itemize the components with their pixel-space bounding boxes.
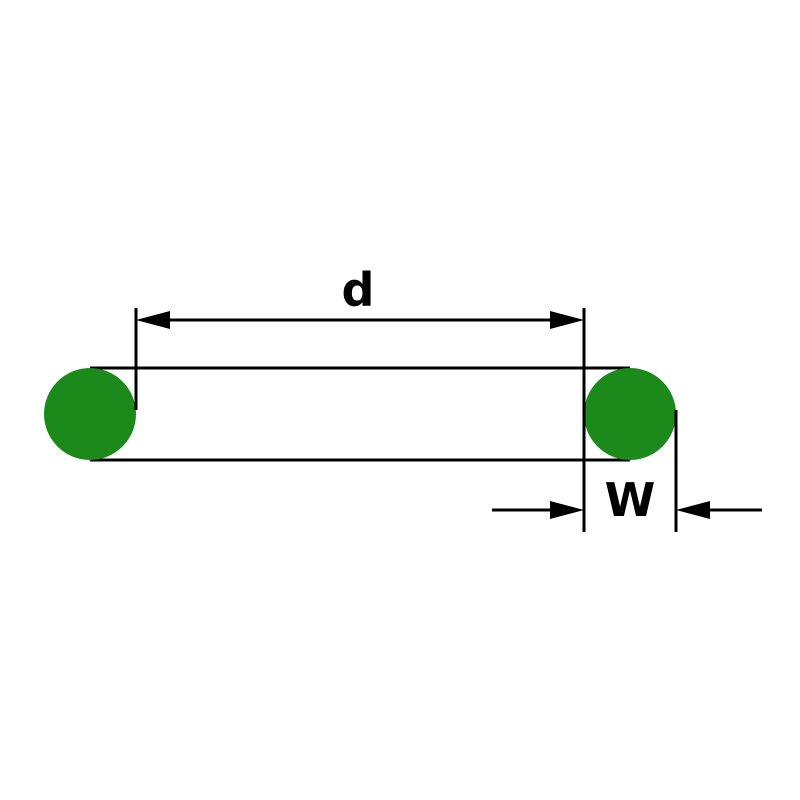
- d-arrowhead-right: [550, 311, 584, 329]
- w-arrowhead-left: [550, 501, 584, 519]
- d-arrowhead-left: [136, 311, 170, 329]
- d-label: d: [342, 263, 375, 317]
- w-arrowhead-right: [676, 501, 710, 519]
- oring-cross-section-left: [44, 368, 136, 460]
- oring-cross-section-right: [584, 368, 676, 460]
- w-label: W: [605, 473, 656, 527]
